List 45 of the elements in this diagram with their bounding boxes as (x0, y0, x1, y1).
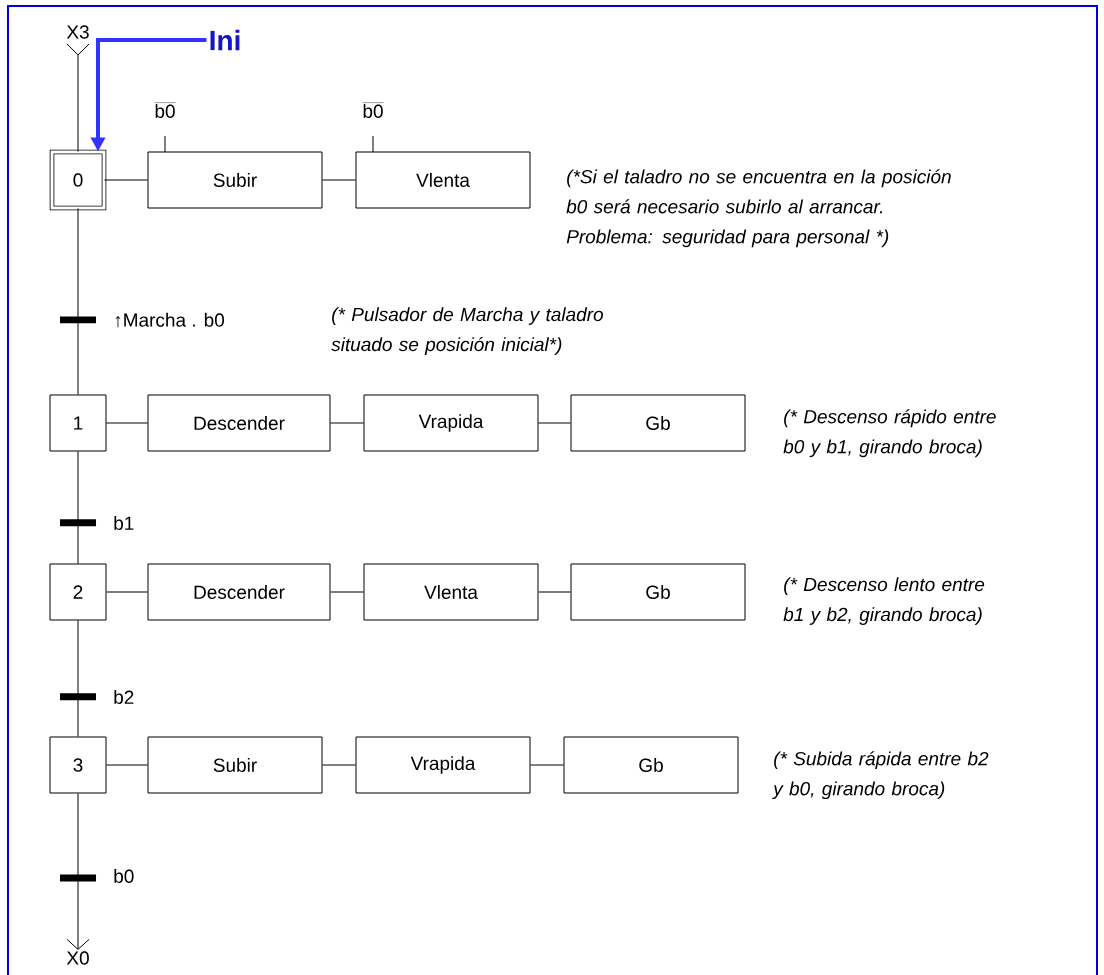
action-box: Gb (570, 394, 746, 452)
link-line (106, 591, 148, 593)
transition-label: b0 (114, 869, 134, 883)
link-line (322, 764, 356, 766)
comment-text: (* Descenso rápido entre b0 y b1, girando broca) (783, 409, 996, 458)
step-box: 2 (49, 563, 107, 621)
link-line (330, 422, 364, 424)
step-box: 1 (49, 394, 107, 452)
comment-text: (* Subida rápida entre b2 y b0, girando broca) (772, 751, 989, 800)
comment-text: (* Descenso lento entre b1 y b2, girando broca) (783, 577, 985, 625)
link-line (538, 422, 571, 424)
transition-label: b2 (114, 690, 134, 704)
step-reference: X3 (66, 25, 89, 39)
action-box: Descender (147, 563, 331, 621)
link-line (106, 764, 148, 766)
link-line (530, 764, 564, 766)
action-box: Gb (570, 563, 746, 621)
transition-label: b1 (114, 516, 134, 530)
comment-text: (*Si el taladro no se encuentra en la posición b0 será necesario subirlo al arrancar. Problema: seguridad para personal *) (566, 169, 951, 248)
link-line (106, 422, 148, 424)
action-box: Vrapida (355, 736, 531, 794)
action-box: Descender (147, 394, 331, 452)
action-box: Vlenta (363, 563, 539, 621)
link-line (322, 179, 356, 181)
link-line (538, 591, 571, 593)
comment-text: (* Pulsador de Marcha y taladro situado se posición inicial*) (331, 307, 603, 355)
connector (66, 43, 90, 153)
action-box: Subir (147, 736, 323, 794)
step-reference: X0 (66, 951, 89, 965)
action-box: Subir (147, 151, 323, 209)
action-box: Gb (563, 736, 739, 794)
link-line (330, 591, 364, 593)
transition-line (60, 207, 96, 395)
initial-step-box: 0 (49, 149, 107, 211)
transition-line (60, 451, 96, 564)
initial-marker: Ini (210, 29, 240, 51)
transition-label: ↑Marcha . b0 (115, 312, 225, 328)
arrow (60, 793, 96, 950)
step-box: 3 (49, 736, 107, 794)
condition-label: b0 (154, 102, 176, 153)
action-box: Vrapida (363, 394, 539, 452)
link-line (103, 179, 148, 181)
action-box: Vlenta (355, 151, 531, 209)
condition-label: b0 (362, 102, 384, 153)
transition-line (60, 620, 96, 737)
